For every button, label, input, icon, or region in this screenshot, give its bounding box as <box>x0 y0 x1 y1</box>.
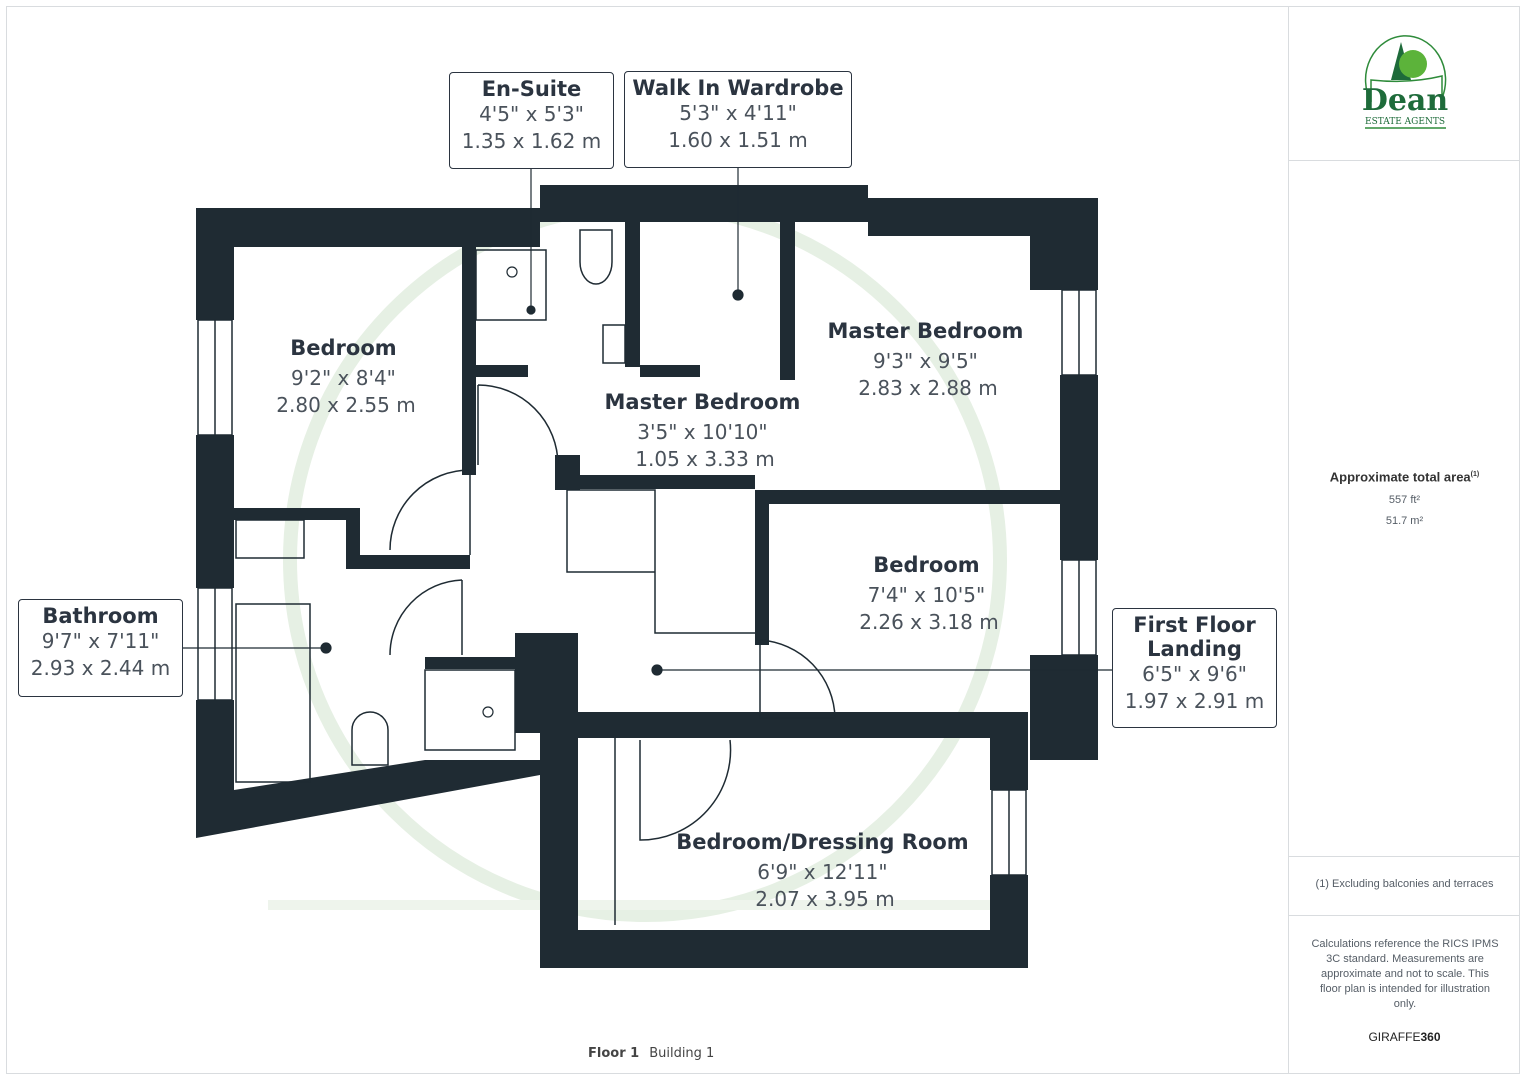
area-footnote-marker: (1) <box>1470 471 1480 478</box>
divider <box>1289 856 1520 857</box>
room-bedroom-1: Bedroom 9'2" x 8'4" 2.80 x 2.55 m <box>276 336 415 417</box>
stairs <box>567 489 755 634</box>
callout-title: En-Suite <box>481 77 582 101</box>
area-label-text: Approximate total area <box>1329 469 1471 485</box>
fixtures <box>235 229 836 925</box>
callout-metric: 2.93 x 2.44 m <box>30 656 171 680</box>
floor-footer: Floor 1 Building 1 <box>588 1046 714 1061</box>
callout-imperial: 5'3" x 4'11" <box>679 101 797 125</box>
basin <box>235 519 305 559</box>
windows <box>197 289 1097 876</box>
area-m: 51.7 m² <box>1385 515 1424 527</box>
room-master-bedroom: Master Bedroom 9'3" x 9'5" 2.83 x 2.88 m <box>828 319 1029 400</box>
callout-leaders <box>183 167 1112 718</box>
callout-first-floor-landing: First Floor Landing 6'5" x 9'6" 1.97 x 2… <box>1112 608 1277 728</box>
callout-title: First Floor Landing <box>1133 613 1256 661</box>
building-label: Building 1 <box>649 1046 715 1061</box>
bath <box>235 603 311 783</box>
door-swing <box>389 469 471 555</box>
toilet-ensuite <box>579 229 613 285</box>
room-dressing-room: Bedroom/Dressing Room 6'9" x 12'11" 2.07… <box>676 830 974 911</box>
divider <box>1289 915 1520 916</box>
callout-walk-in-wardrobe: Walk In Wardrobe 5'3" x 4'11" 1.60 x 1.5… <box>624 71 852 168</box>
shower <box>424 669 516 751</box>
page-frame <box>6 6 1520 1074</box>
toilet <box>351 711 389 766</box>
callout-imperial: 6'5" x 9'6" <box>1142 662 1247 686</box>
dean-logo: Dean ESTATE AGENTS <box>1362 35 1449 129</box>
callout-bathroom: Bathroom 9'7" x 7'11" 2.93 x 2.44 m <box>18 599 183 697</box>
room-master-bedroom-2: Master Bedroom 3'5" x 10'10" 1.05 x 3.33… <box>605 390 806 471</box>
info-sidebar: Dean ESTATE AGENTS Approximate total are… <box>1288 6 1520 1074</box>
basin-ensuite <box>602 324 626 364</box>
room-bedroom-2: Bedroom 7'4" x 10'5" 2.26 x 3.18 m <box>859 553 998 634</box>
door-swing <box>759 639 836 719</box>
logo-tagline: ESTATE AGENTS <box>1365 117 1445 127</box>
callout-imperial: 9'7" x 7'11" <box>41 629 160 653</box>
callout-imperial: 4'5" x 5'3" <box>479 102 584 126</box>
stairs-outline <box>566 490 655 573</box>
footnote: (1) Excluding balconies and terraces <box>1315 878 1494 890</box>
credit-360: 360 <box>1420 1030 1441 1044</box>
door-swing <box>614 738 732 925</box>
area-ft: 557 ft² <box>1388 494 1421 506</box>
area-label: Approximate total area(1) <box>1289 467 1520 484</box>
door-swing <box>477 384 559 466</box>
callout-title: Walk In Wardrobe <box>632 76 844 100</box>
disclaimer: Calculations reference the RICS IPMS 3C … <box>1311 938 1499 1010</box>
callout-metric: 1.60 x 1.51 m <box>668 128 808 152</box>
callout-title: Bathroom <box>42 604 159 628</box>
callout-metric: 1.97 x 2.91 m <box>1124 689 1265 713</box>
callout-en-suite: En-Suite 4'5" x 5'3" 1.35 x 1.62 m <box>449 72 614 169</box>
callout-metric: 1.35 x 1.62 m <box>461 129 602 153</box>
logo-name: Dean <box>1362 83 1449 118</box>
credit-giraffe: GIRAFFE <box>1368 1030 1421 1044</box>
shower-tray <box>475 249 547 321</box>
floor-plan: Bedroom 9'2" x 8'4" 2.80 x 2.55 m Master… <box>183 167 1112 968</box>
door-swing <box>389 579 463 656</box>
floor-label: Floor 1 <box>588 1046 640 1061</box>
divider <box>1289 160 1520 161</box>
giraffe360-credit: GIRAFFE360 <box>1289 1030 1520 1045</box>
walls <box>196 185 1098 968</box>
